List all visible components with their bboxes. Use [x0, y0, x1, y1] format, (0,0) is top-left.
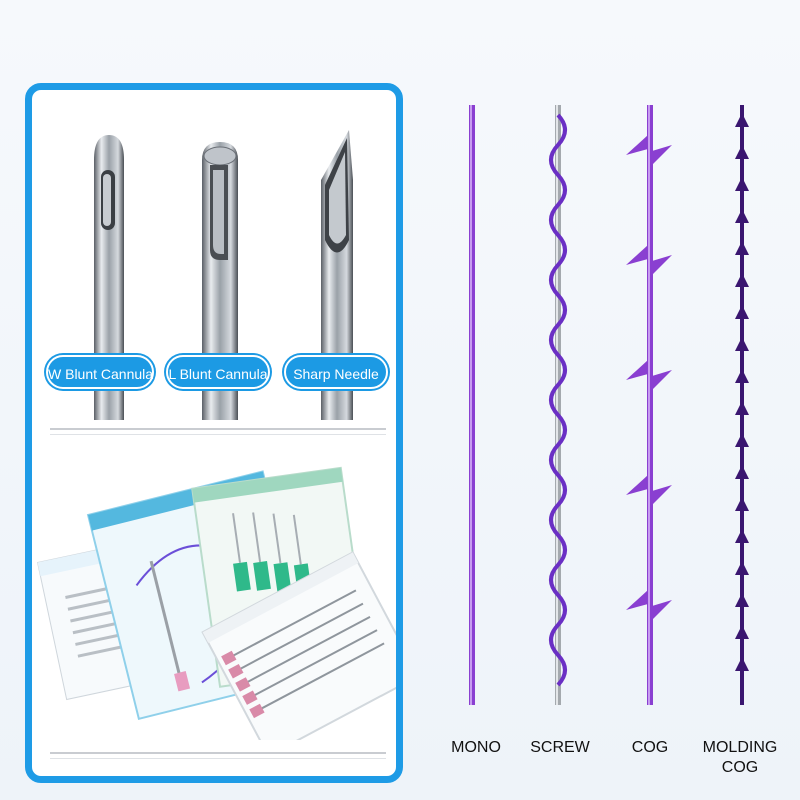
- divider-top-thin: [50, 434, 386, 435]
- molding-cog-thread-icon: [735, 105, 749, 705]
- divider-top: [50, 428, 386, 430]
- sharp-needle-label: Sharp Needle: [284, 355, 388, 389]
- l-blunt-cannula-needle-icon: [202, 142, 238, 420]
- molding-cog-label: MOLDING COG: [690, 738, 790, 778]
- molding-cog-label-line1: MOLDING: [702, 739, 778, 756]
- product-panel: W Blunt Cannula L Blunt Cannula Sharp Ne…: [25, 83, 403, 783]
- w-blunt-cannula-label: W Blunt Cannula: [46, 355, 154, 389]
- molding-cog-label-line2: COG: [721, 759, 759, 776]
- mono-label: MONO: [451, 739, 501, 756]
- screw-label: SCREW: [530, 739, 590, 756]
- divider-bottom-thin: [50, 758, 386, 759]
- mono-thread-icon: [469, 105, 475, 705]
- cog-thread-icon: [626, 105, 672, 705]
- w-blunt-cannula-needle-icon: [94, 135, 124, 420]
- screw-thread-icon: [549, 105, 567, 705]
- divider-bottom: [50, 752, 386, 754]
- cog-label: COG: [631, 739, 669, 756]
- thread-types-illustration: [469, 105, 749, 705]
- l-blunt-cannula-label: L Blunt Cannula: [166, 355, 270, 389]
- thread-packages-image: [36, 466, 396, 740]
- sharp-needle-icon: [321, 130, 353, 420]
